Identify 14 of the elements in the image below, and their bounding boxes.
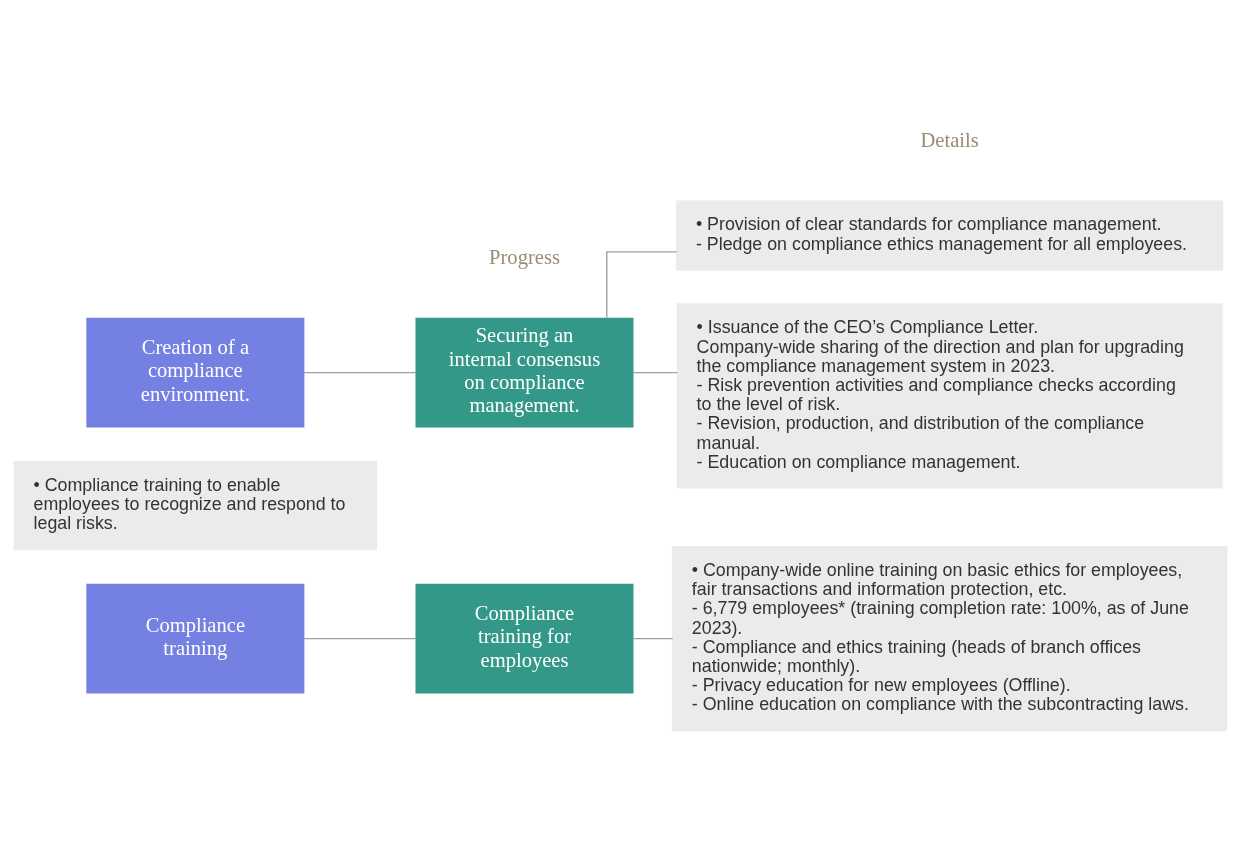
connector	[303, 371, 417, 373]
connector	[632, 637, 674, 639]
label: Progress	[489, 245, 560, 268]
node-box: Compliance training for employees	[415, 583, 634, 693]
node-box: • Company-wide online training on basic ethics for employees, fair transactions and information protection, etc. - 6,779 employees* (training completion rate: 100%, as of June 2023). - Compliance and ethics training (heads of branch offices nationwide; monthly). - Privacy education for new employees (Offline). - Online education on compliance with the subcontracting laws.	[671, 545, 1228, 731]
node-box: Creation of a compliance environment.	[86, 317, 305, 427]
connector	[606, 250, 678, 319]
connector	[303, 637, 417, 639]
node-box: • Issuance of the CEO’s Compliance Letter. Company-wide sharing of the direction and plan for upgrading the compliance management system in 2023. - Risk prevention activities and compliance checks according to the level of risk. - Revision, production, and distribution of the compliance manual. - Education on compliance management.	[676, 302, 1223, 488]
connector	[632, 371, 679, 373]
node-box: Compliance training	[86, 583, 305, 693]
node-box: • Provision of clear standards for compliance management. - Pledge on compliance ethics management for all employees.	[676, 199, 1224, 270]
node-box: Securing an internal consensus on compliance management.	[415, 317, 634, 427]
label: Details	[920, 128, 979, 151]
